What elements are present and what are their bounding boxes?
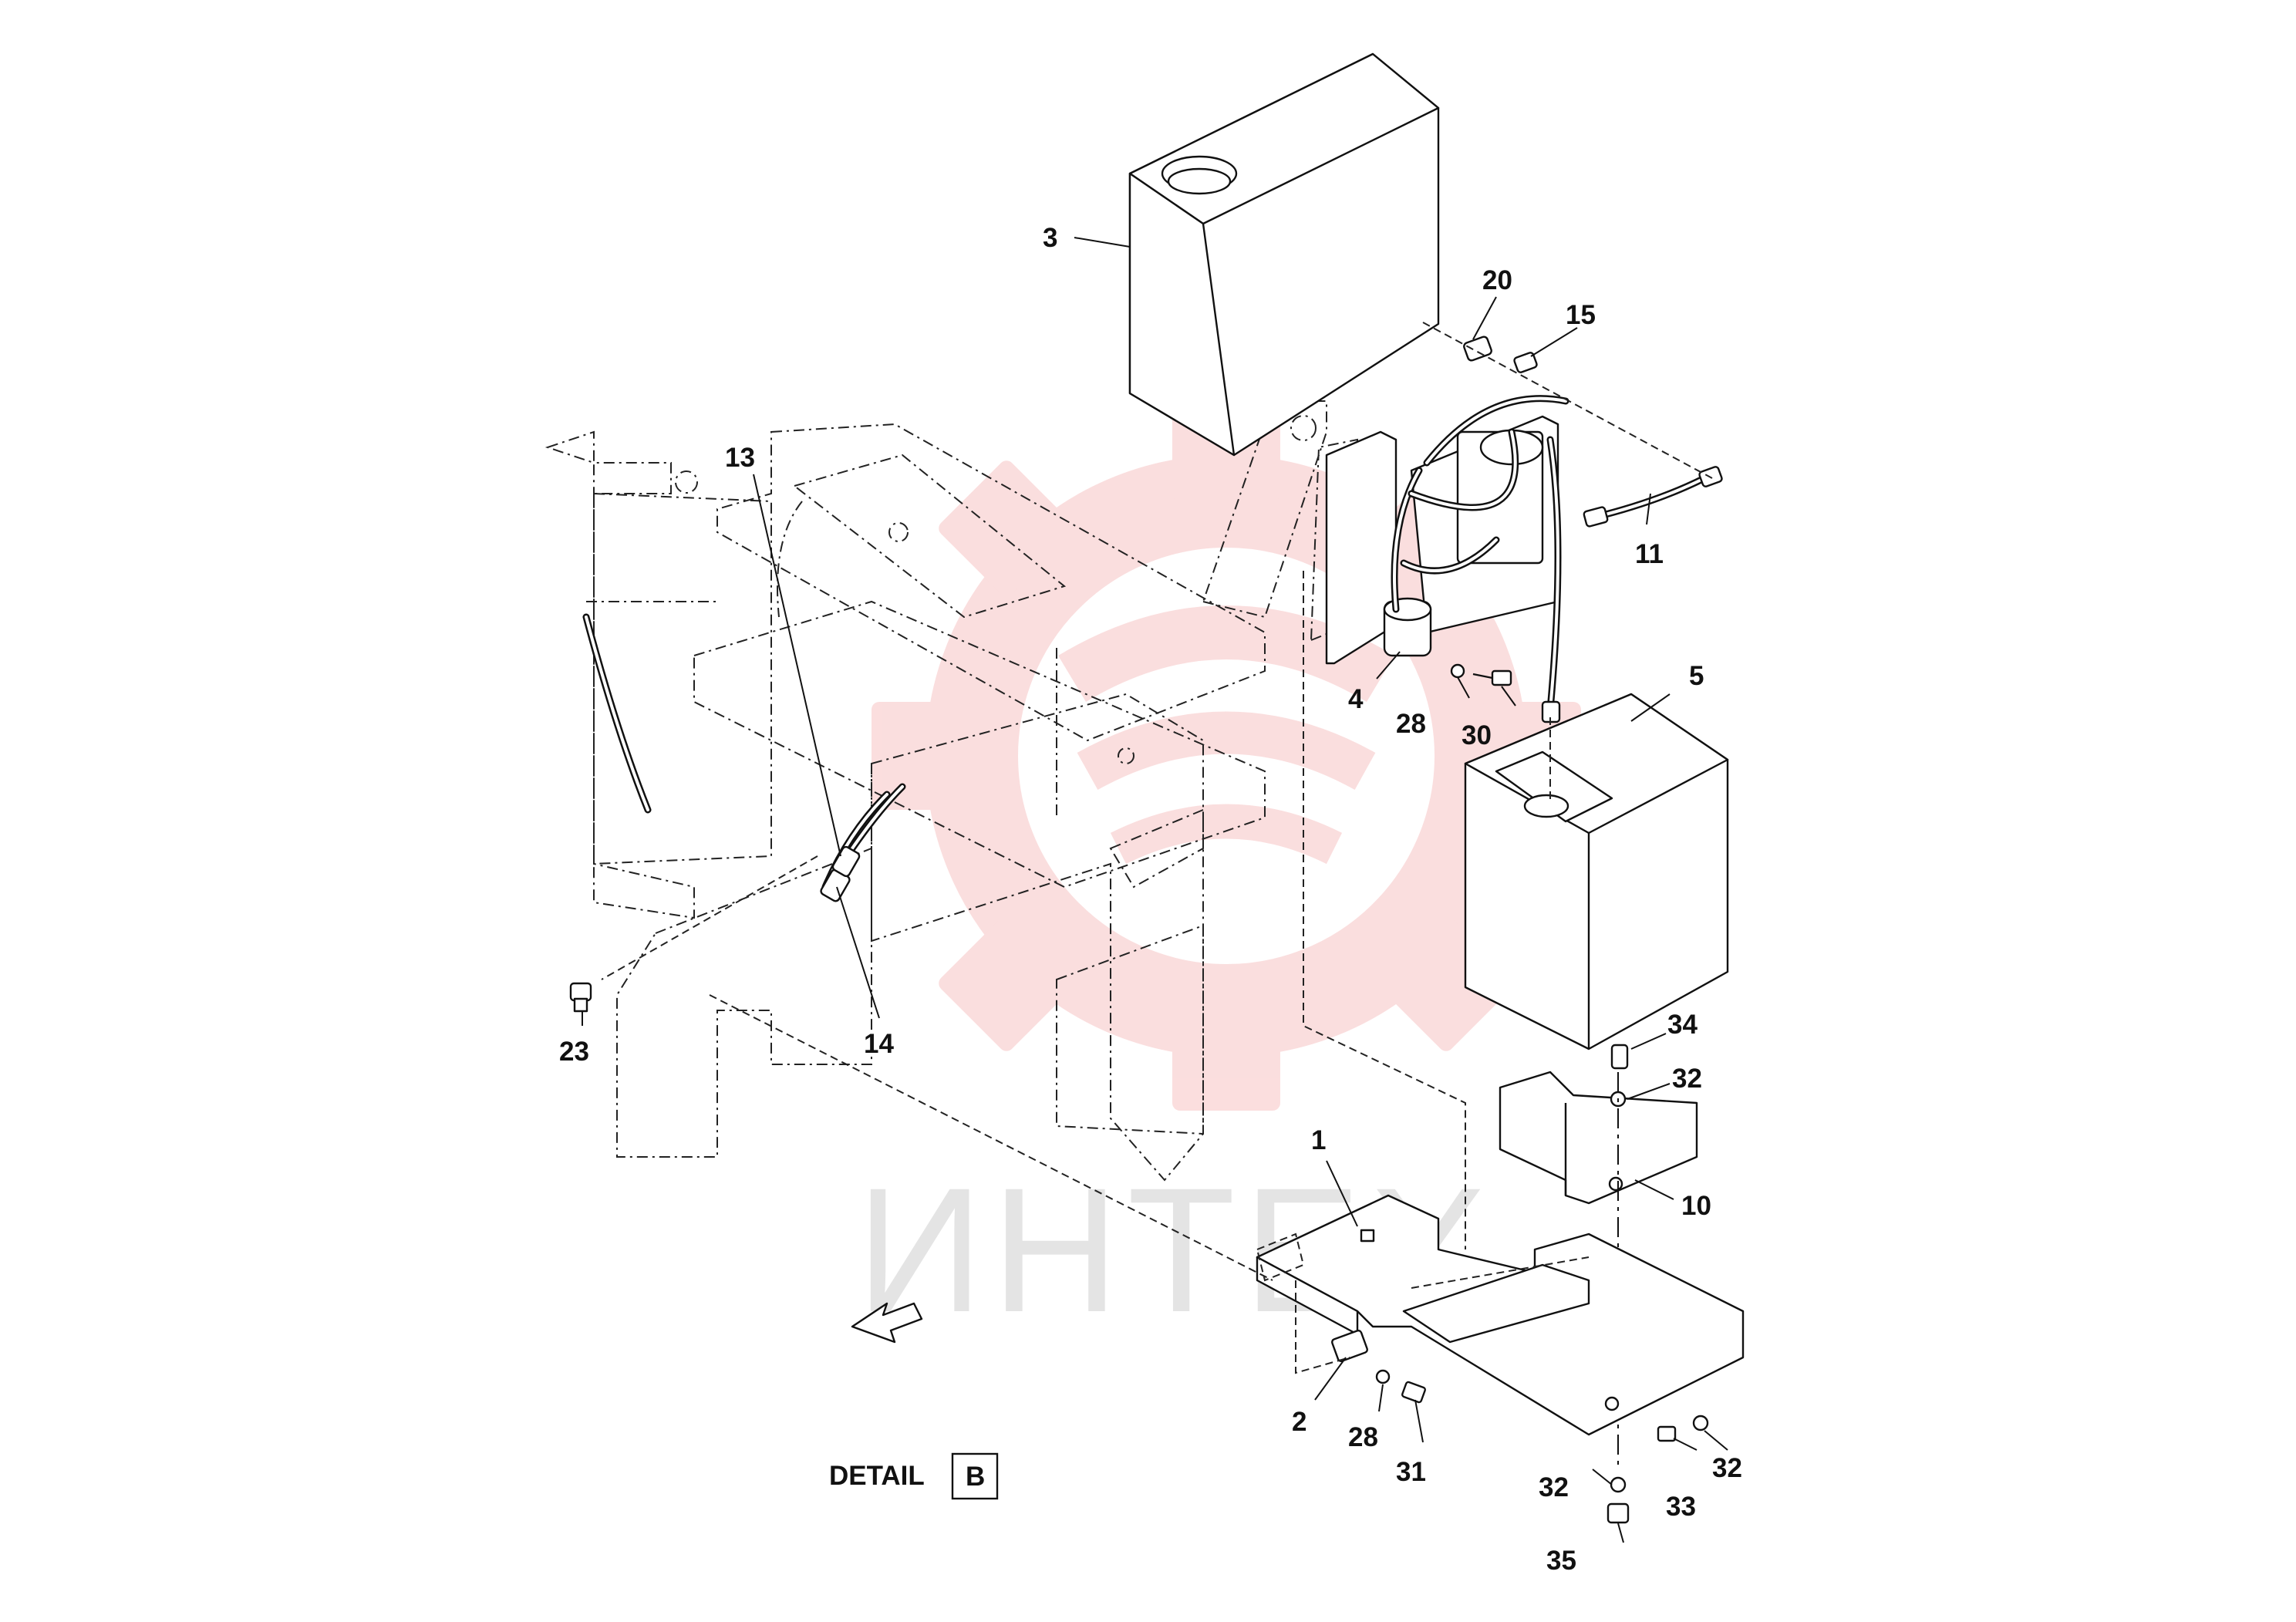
callout-1: 1 xyxy=(1311,1125,1326,1155)
callout-2: 2 xyxy=(1292,1407,1306,1437)
fittings-20-15 xyxy=(1422,322,1713,479)
callout-28-lower: 28 xyxy=(1348,1422,1378,1452)
callout-14: 14 xyxy=(864,1029,894,1059)
assembly-lines xyxy=(601,571,1590,1289)
callout-32-right: 32 xyxy=(1672,1064,1702,1094)
callout-11: 11 xyxy=(1635,539,1664,569)
clip-2-fasteners xyxy=(1295,1280,1426,1404)
callout-4: 4 xyxy=(1348,684,1364,714)
callout-32-bottom-right: 32 xyxy=(1712,1453,1742,1483)
detail-letter: B xyxy=(966,1462,985,1492)
leader-lines xyxy=(582,237,1728,1543)
fitting-23 xyxy=(569,982,592,1013)
callout-33: 33 xyxy=(1666,1492,1696,1522)
callout-3: 3 xyxy=(1043,223,1057,253)
tank-3 xyxy=(1128,52,1440,457)
direction-arrow-icon xyxy=(851,1302,923,1344)
bottom-fasteners xyxy=(1607,1415,1709,1524)
hose-11 xyxy=(1583,466,1723,528)
callout-23: 23 xyxy=(559,1037,589,1067)
pump-bracket-assembly-4 xyxy=(1325,395,1569,723)
bracket-10 xyxy=(1499,1071,1698,1205)
callout-20: 20 xyxy=(1482,265,1512,295)
bolt-30-washer-28 xyxy=(1450,663,1512,686)
callout-31: 31 xyxy=(1396,1457,1426,1487)
hose-assembly-13-14 xyxy=(582,613,906,902)
callout-13: 13 xyxy=(725,443,755,473)
callout-34: 34 xyxy=(1667,1010,1698,1040)
detail-label: DETAIL B xyxy=(829,1452,999,1500)
base-plate-1 xyxy=(1256,1194,1745,1436)
callout-32-bottom-left: 32 xyxy=(1539,1472,1569,1502)
detail-label-text: DETAIL xyxy=(829,1461,925,1491)
callout-5: 5 xyxy=(1689,661,1704,691)
callout-35: 35 xyxy=(1546,1546,1576,1576)
callout-15: 15 xyxy=(1566,300,1596,330)
callout-10: 10 xyxy=(1681,1191,1711,1221)
detail-letter-box xyxy=(951,1452,999,1500)
callout-30: 30 xyxy=(1462,720,1492,750)
callout-28-upper: 28 xyxy=(1396,709,1426,739)
battery-box-5 xyxy=(1464,693,1729,1050)
machine-frame xyxy=(544,400,1359,1182)
